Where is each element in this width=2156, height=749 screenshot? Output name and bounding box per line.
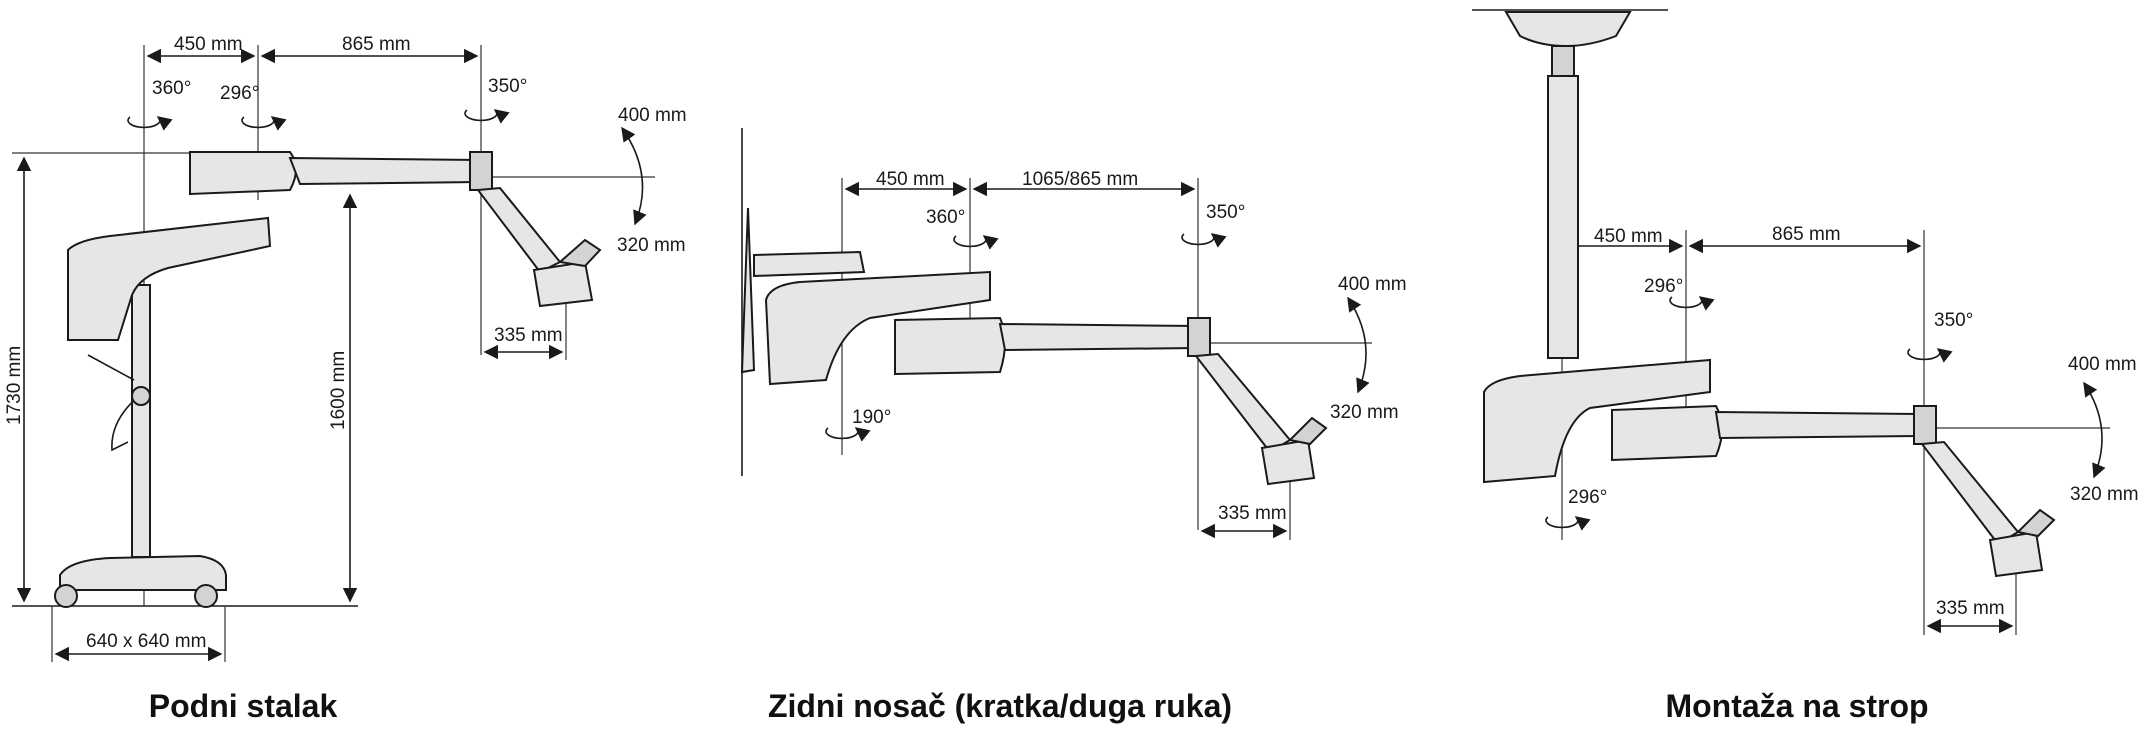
- stand-wheel: [194, 584, 218, 608]
- dim-335-label: 335 mm: [494, 325, 563, 346]
- stand-handle: [87, 354, 135, 381]
- stand-eyepiece: [557, 238, 602, 268]
- wall-plate: [740, 207, 756, 374]
- dim-320-label: 320 mm: [1330, 402, 1399, 423]
- ceiling-microscope-link: [1920, 440, 2020, 546]
- caption-ceiling-mount: Montaža na strop: [1665, 688, 1929, 724]
- wall-mount-device: [740, 207, 1328, 486]
- tilt-arrow: [2083, 381, 2106, 479]
- caption-wall-mount: Zidni nosač (kratka/duga ruka): [767, 688, 1233, 724]
- stand-upper-arm: [288, 156, 481, 186]
- ceiling-coupling: [1551, 45, 1575, 77]
- angle-190-label: 190°: [852, 407, 891, 428]
- stand-column: [131, 284, 151, 558]
- ceiling-main-arm: [1483, 358, 1711, 484]
- dim-450-label: 450 mm: [1594, 226, 1663, 247]
- stand-lower-arm: [67, 216, 272, 341]
- ceiling-mount-diagram: 450 mm 865 mm 296° 296° 350° 400 mm 320 …: [1472, 9, 2139, 635]
- dim-450-label: 450 mm: [876, 169, 945, 190]
- rotation-arrow-296-bottom: [1545, 516, 1591, 531]
- ceiling-eyepiece: [2015, 508, 2056, 538]
- stand-arm-joint: [469, 151, 493, 191]
- angle-360-label: 360°: [152, 78, 191, 99]
- angle-360-label: 360°: [926, 207, 965, 228]
- stand-microscope-head: [532, 260, 594, 308]
- dim-320-label: 320 mm: [2070, 484, 2139, 505]
- dim-865-label: 865 mm: [1772, 224, 1841, 245]
- ceiling-mount-device: [1483, 11, 2056, 578]
- wall-eyepiece: [1287, 416, 1328, 446]
- wall-microscope-link: [1194, 352, 1292, 454]
- dim-400-label: 400 mm: [618, 105, 687, 126]
- rotation-arrow-350: [1907, 348, 1953, 363]
- wall-upper-arm: [998, 322, 1199, 352]
- dim-base-label: 640 x 640 mm: [86, 631, 206, 652]
- dim-865-label: 865 mm: [342, 34, 411, 55]
- dim-450-label: 450 mm: [174, 34, 243, 55]
- wall-arm-joint: [1187, 317, 1211, 357]
- ceiling-upper-arm: [1714, 410, 1925, 440]
- wall-bracket: [753, 250, 866, 278]
- ceiling-column: [1547, 75, 1579, 359]
- angle-296-top-label: 296°: [1644, 276, 1683, 297]
- ceiling-microscope-head: [1988, 530, 2044, 578]
- rotation-arrow-350: [464, 109, 510, 124]
- stand-microscope-link: [476, 186, 562, 274]
- dim-320-label: 320 mm: [617, 235, 686, 256]
- stand-carrier-head: [189, 151, 297, 196]
- wall-carrier-head: [894, 316, 1006, 376]
- dim-1730-label: 1730 mm: [4, 346, 25, 425]
- floor-stand-diagram: 1730 mm 1600 mm 450 mm 865 mm 360° 296° …: [4, 34, 687, 662]
- wall-main-arm: [764, 270, 991, 386]
- tilt-arrow: [1347, 296, 1370, 394]
- rotation-arrow-296: [241, 116, 287, 131]
- rotation-arrow-350: [1181, 233, 1227, 248]
- angle-350-label: 350°: [488, 76, 527, 97]
- stand-base: [59, 554, 227, 591]
- dim-335-label: 335 mm: [1218, 503, 1287, 524]
- wall-microscope-head: [1260, 438, 1316, 486]
- stand-knob: [131, 386, 151, 406]
- dim-400-label: 400 mm: [2068, 354, 2137, 375]
- dim-400-label: 400 mm: [1338, 274, 1407, 295]
- rotation-arrow-190: [825, 427, 871, 442]
- ceiling-carrier-head: [1611, 404, 1723, 462]
- dim-arm-label: 1065/865 mm: [1022, 169, 1138, 190]
- floor-stand-device: [54, 151, 602, 608]
- dim-1600-label: 1600 mm: [328, 351, 349, 430]
- angle-296-label: 296°: [220, 83, 259, 104]
- ceiling-flange: [1504, 11, 1632, 48]
- angle-350-label: 350°: [1934, 310, 1973, 331]
- caption-floor-stand: Podni stalak: [148, 688, 338, 724]
- rotation-arrow-360: [127, 116, 173, 131]
- wall-mount-diagram: 450 mm 1065/865 mm 360° 350° 190° 400 mm…: [740, 128, 1407, 540]
- ceiling-arm-joint: [1913, 405, 1937, 445]
- rotation-arrow-360: [953, 235, 999, 250]
- rotation-arrow-296-top: [1669, 296, 1715, 311]
- dim-335-label: 335 mm: [1936, 598, 2005, 619]
- tilt-arrow: [621, 126, 647, 226]
- stand-wheel: [54, 584, 78, 608]
- angle-296-bottom-label: 296°: [1568, 487, 1607, 508]
- angle-350-label: 350°: [1206, 202, 1245, 223]
